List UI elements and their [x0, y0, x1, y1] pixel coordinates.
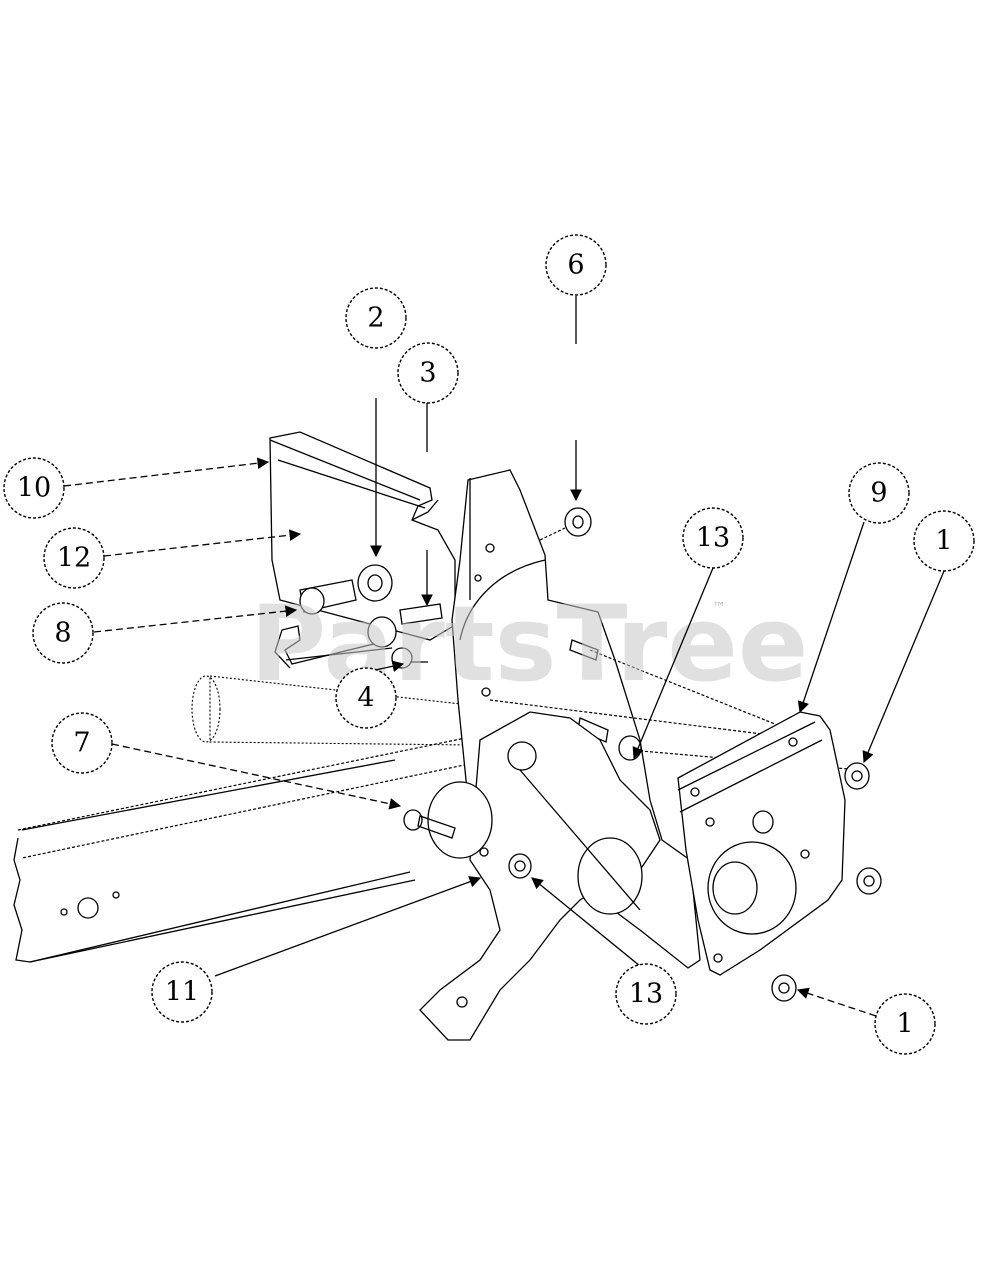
callout-12-label: 12 — [57, 543, 91, 574]
callout-9[interactable]: 9 — [848, 462, 910, 524]
callout-11[interactable]: 11 — [151, 961, 213, 1023]
callout-9-circle — [848, 462, 910, 524]
callout-8-circle — [32, 602, 94, 664]
callout-13-bottom-label: 13 — [629, 979, 663, 1010]
callout-7[interactable]: 7 — [51, 712, 113, 774]
callout-13-bottom-circle — [615, 963, 677, 1025]
callout-1-bottom-circle — [874, 993, 936, 1055]
callout-10-circle — [3, 457, 65, 519]
callout-9-label: 9 — [870, 478, 887, 509]
assembly-drawing — [13, 431, 882, 1041]
callout-13-top[interactable]: 13 — [682, 507, 744, 569]
leader-lines — [63, 296, 945, 1017]
callout-2[interactable]: 2 — [345, 287, 407, 349]
callout-3[interactable]: 3 — [397, 342, 459, 404]
callout-1-top-label: 1 — [935, 526, 952, 557]
callout-4[interactable]: 4 — [335, 667, 397, 729]
callout-6[interactable]: 6 — [545, 234, 607, 296]
callout-11-circle — [151, 961, 213, 1023]
callout-6-label: 6 — [567, 250, 584, 281]
callout-7-label: 7 — [73, 728, 90, 759]
callout-1-bottom-label: 1 — [896, 1009, 913, 1040]
callout-10-label: 10 — [17, 473, 51, 504]
callout-12[interactable]: 12 — [43, 527, 105, 589]
callout-3-label: 3 — [419, 358, 436, 389]
callout-12-circle — [43, 527, 105, 589]
callout-11-label: 11 — [165, 977, 199, 1008]
callout-8[interactable]: 8 — [32, 602, 94, 664]
callout-8-label: 8 — [54, 618, 71, 649]
callout-7-circle — [51, 712, 113, 774]
callout-1-bottom[interactable]: 1 — [874, 993, 936, 1055]
callout-4-circle — [335, 667, 397, 729]
callout-6-circle — [545, 234, 607, 296]
callout-4-label: 4 — [357, 683, 374, 714]
watermark: PartsTree ™ — [250, 583, 808, 705]
callout-13-top-circle — [682, 507, 744, 569]
callout-2-circle — [345, 287, 407, 349]
callout-3-circle — [397, 342, 459, 404]
callout-1-top[interactable]: 1 — [913, 510, 975, 572]
callout-13-top-label: 13 — [696, 523, 730, 554]
callout-10[interactable]: 10 — [3, 457, 65, 519]
watermark-trademark: ™ — [712, 600, 726, 616]
callout-13-bottom[interactable]: 13 — [615, 963, 677, 1025]
callout-1-top-circle — [913, 510, 975, 572]
callout-2-label: 2 — [367, 303, 384, 334]
